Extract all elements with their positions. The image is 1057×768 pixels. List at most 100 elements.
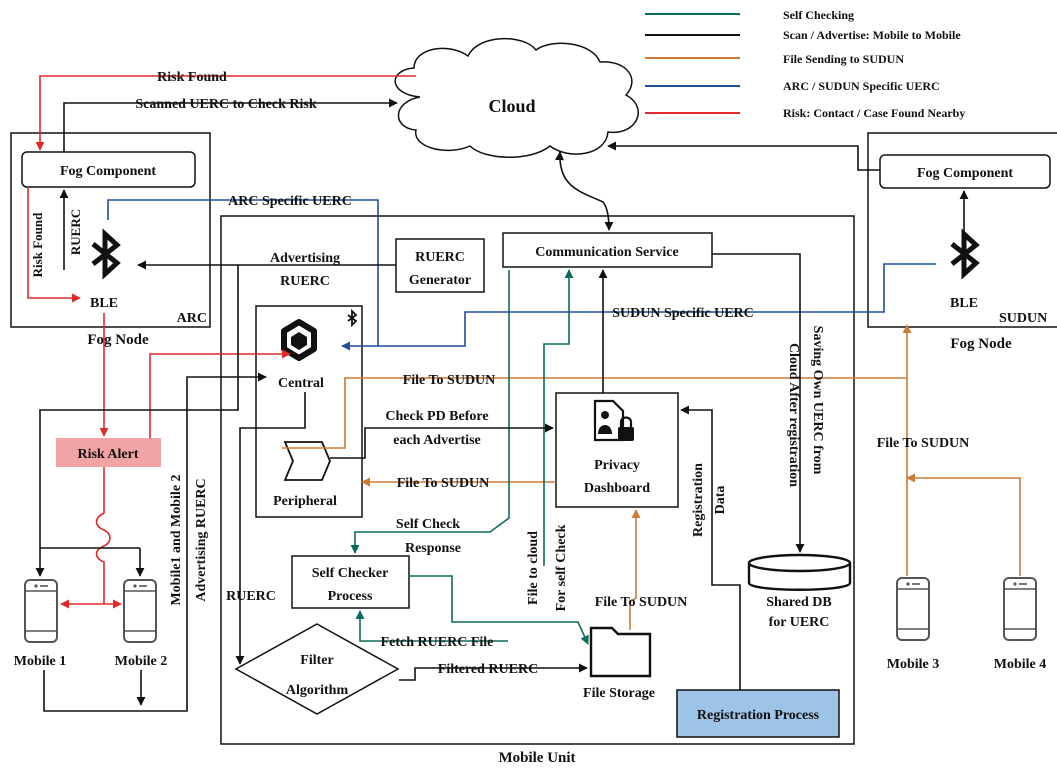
mobile-3: Mobile 3 (887, 577, 940, 672)
scan-connectors: Scanned UERC to Check Risk RUERC Adverti… (35, 97, 969, 712)
check-pd-edge (330, 423, 554, 459)
ruerc-label: RUERC (226, 589, 276, 604)
shared-db-line1: Shared DB (766, 595, 831, 610)
legend-arc-sudun-uerc: ARC / SUDUN Specific UERC (783, 79, 940, 93)
mobile-unit-box (220, 215, 855, 745)
privacy-document-icon (593, 399, 634, 442)
right-fog-node-title: Fog Node (950, 336, 1012, 352)
phone-icon (123, 579, 157, 643)
sudun-specific-uerc-label: SUDUN Specific UERC (612, 306, 754, 321)
cloud-comm-service-edge (555, 151, 614, 231)
self-check-connectors: Self Check Response File to cloud For se… (350, 269, 589, 650)
fetch-ruerc-edge (355, 610, 508, 642)
mobile-4-label: Mobile 4 (994, 657, 1047, 672)
legend-self-checking: Self Checking (783, 8, 854, 22)
peripheral-label: Peripheral (273, 494, 337, 509)
registration-process-box (676, 689, 840, 738)
left-fog-component-label: Fog Component (60, 164, 156, 179)
legend-scan-advertise: Scan / Advertise: Mobile to Mobile (783, 28, 961, 42)
filtered-ruerc-label: Filtered RUERC (438, 662, 538, 677)
shared-db-line2: for UERC (769, 615, 830, 630)
communication-service-label: Communication Service (535, 245, 678, 260)
mobile-1-label: Mobile 1 (14, 654, 67, 669)
ruerc-vertical-label: RUERC (68, 209, 83, 255)
ruerc-generator-line2: Generator (409, 273, 471, 288)
folder-icon (589, 626, 652, 678)
cloud-label: Cloud (488, 96, 535, 116)
self-checker-line1: Self Checker (312, 566, 389, 581)
mobile-2: Mobile 2 (115, 579, 167, 669)
registration-process-label: Registration Process (697, 708, 820, 723)
file-to-sudun-top-edge (282, 377, 907, 449)
phone-icon (24, 579, 58, 643)
arc-specific-uerc-edge (107, 199, 379, 351)
right-ble-label: BLE (950, 296, 978, 311)
file-to-cloud-line1: File to cloud (526, 531, 541, 605)
sudun-specific-uerc-edge (378, 263, 936, 347)
mobile-unit-title: Mobile Unit (498, 750, 575, 766)
uerc-connectors: ARC Specific UERC SUDUN Specific UERC (107, 194, 936, 351)
right-fog-component (879, 154, 1051, 189)
mobile-unit: Mobile Unit RUERC Generator Communicatio… (220, 215, 855, 766)
self-check-response-edge (350, 270, 510, 554)
left-fog-node: Fog Component BLE ARC Fog Node (10, 132, 211, 348)
phone-icon (896, 577, 930, 641)
privacy-dashboard-line2: Dashboard (584, 481, 650, 496)
left-ble-label: BLE (90, 296, 118, 311)
mobile-1: Mobile 1 (14, 579, 67, 669)
risk-found-top-label: Risk Found (157, 70, 227, 85)
saving-own-uerc-line2: Cloud After registration (786, 343, 801, 487)
saving-own-uerc-line1: Saving Own UERC from (810, 326, 825, 475)
file-connectors: File To SUDUN File To SUDUN File To SUDU… (282, 324, 1021, 630)
risk-found-top-edge (35, 75, 416, 151)
file-to-cloud-edge (543, 269, 574, 566)
communication-service-box (502, 232, 713, 268)
registration-data-line2: Data (713, 486, 728, 515)
left-fog-node-title: Fog Node (87, 332, 149, 348)
risk-found-side-edge (27, 187, 81, 303)
ruerc-generator-box (395, 238, 485, 293)
central-peripheral-panel (255, 305, 363, 518)
advertising-ruerc-line1: Advertising (270, 251, 340, 266)
right-fog-to-cloud-edge (607, 141, 880, 171)
comm-service-to-db-edge (712, 253, 805, 553)
advertising-down-to-mobiles-edge (39, 265, 239, 548)
filtered-ruerc-edge (399, 663, 588, 681)
check-pd-line2: each Advertise (393, 433, 480, 448)
central-label: Central (278, 376, 324, 391)
file-storage-label: File Storage (583, 686, 655, 701)
filter-algorithm-diamond (234, 623, 400, 715)
scanned-uerc-edge (63, 98, 398, 152)
mobile12-advertising-line2: Advertising RUERC (194, 478, 209, 601)
risk-found-vertical-label: Risk Found (30, 212, 45, 277)
left-arc-label: ARC (177, 311, 207, 326)
risk-alert-to-mobiles-edge (95, 467, 111, 604)
mobile-3-label: Mobile 3 (887, 657, 940, 672)
ruerc-generator-line1: RUERC (415, 250, 465, 265)
privacy-dashboard-line1: Privacy (594, 458, 640, 473)
filter-algorithm-line1: Filter (300, 653, 333, 668)
legend: Self Checking Scan / Advertise: Mobile t… (645, 8, 965, 120)
privacy-dashboard-box (555, 392, 679, 508)
file-to-sudun-mid-label: File To SUDUN (397, 476, 490, 491)
arc-specific-uerc-label: ARC Specific UERC (228, 194, 352, 209)
file-to-cloud-line2: For self Check (554, 524, 569, 611)
cloud: Cloud (394, 38, 639, 158)
central-icon (281, 319, 317, 361)
right-fog-node: Fog Component BLE SUDUN Fog Node (867, 132, 1057, 352)
risk-connectors: Risk Found Risk Found (27, 70, 416, 609)
legend-risk: Risk: Contact / Case Found Nearby (783, 106, 965, 120)
mobile4-up-edge (906, 473, 1021, 576)
registration-data-edge (680, 405, 741, 690)
file-to-sudun-storage-label: File To SUDUN (595, 595, 688, 610)
registration-data-line1: Registration (691, 463, 706, 537)
risk-alert-box (56, 438, 161, 467)
filter-algorithm-line2: Algorithm (286, 683, 349, 698)
mobiles-to-central-edge (43, 372, 267, 712)
peripheral-icon (283, 441, 331, 481)
phone-icon (1003, 577, 1037, 641)
panel-bluetooth-icon (347, 308, 358, 328)
scanned-uerc-label: Scanned UERC to Check Risk (135, 97, 316, 112)
advertising-ruerc-line2: RUERC (280, 274, 330, 289)
